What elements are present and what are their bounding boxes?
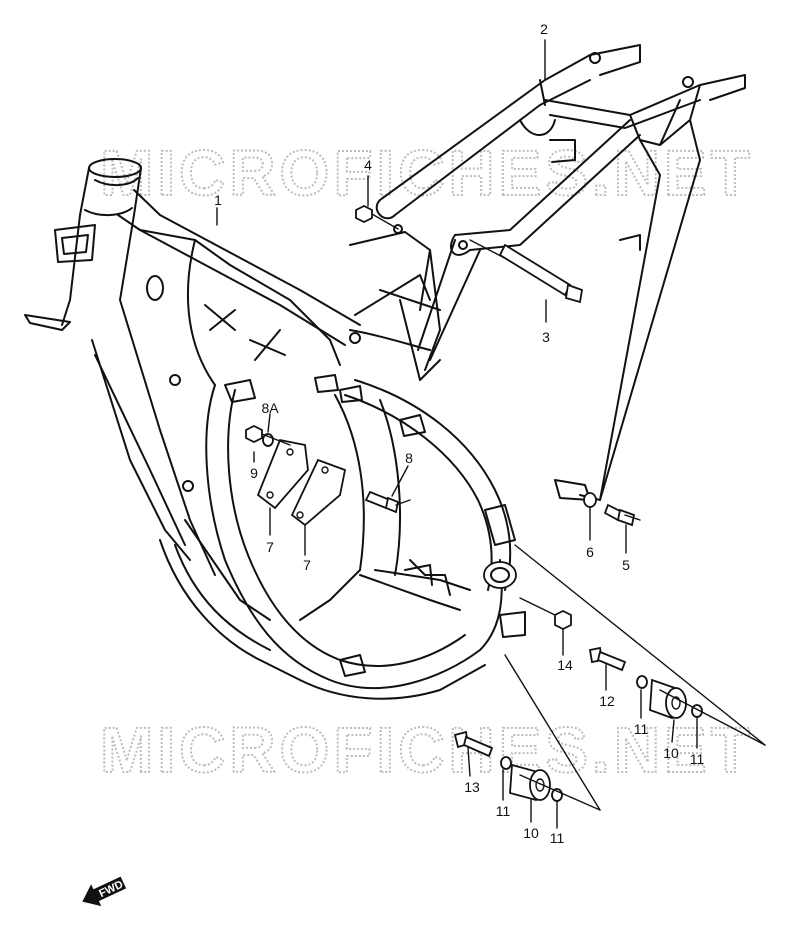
mount-plate-7a: [256, 438, 309, 510]
collar-10b: [509, 763, 551, 802]
callouts: 1 2 3 4 5 6 7 7 8 8A 9 10 10 11 11 11 11…: [214, 21, 704, 846]
watermark-bottom: MICROFICHES.NET: [100, 714, 754, 786]
callout-11a: 11: [634, 721, 649, 737]
fwd-label: FWD: [97, 879, 125, 900]
callout-7a: 7: [266, 539, 274, 555]
callout-5: 5: [622, 557, 630, 573]
callout-9: 9: [250, 465, 258, 481]
callout-10b: 10: [523, 825, 539, 841]
collar-10a: [649, 678, 687, 720]
washer-11c: [500, 756, 512, 770]
callout-11d: 11: [550, 830, 565, 846]
leader-lines: [216, 39, 698, 829]
callout-1: 1: [214, 192, 222, 208]
callout-6: 6: [586, 544, 594, 560]
watermark-top: MICROFICHES.NET: [100, 137, 754, 209]
alignment-lines: [261, 213, 766, 811]
main-frame: [24, 158, 526, 700]
callout-10a: 10: [663, 745, 679, 761]
callout-13: 13: [464, 779, 480, 795]
bolt-12: [588, 646, 627, 672]
callout-11b: 11: [690, 751, 705, 767]
callout-4: 4: [364, 157, 372, 173]
callout-3: 3: [542, 329, 550, 345]
nut-4: [355, 204, 373, 224]
fwd-arrow-icon: FWD: [82, 876, 127, 907]
callout-12: 12: [599, 693, 615, 709]
bolt-8: [364, 490, 400, 514]
callout-14: 14: [557, 657, 573, 673]
callout-7b: 7: [303, 557, 311, 573]
bolt-3: [469, 239, 584, 304]
callout-2: 2: [540, 21, 548, 37]
rear-subframe: [375, 44, 746, 501]
bolt-13: [453, 730, 494, 758]
callout-8: 8: [405, 450, 413, 466]
nut-14: [554, 609, 572, 631]
bolt-5: [603, 503, 636, 527]
callout-11c: 11: [496, 803, 511, 819]
washer-6: [583, 492, 597, 508]
mount-plate-7b: [290, 458, 347, 527]
washer-11a: [636, 675, 648, 689]
nut-9: [245, 424, 263, 444]
callout-8a: 8A: [261, 400, 279, 416]
